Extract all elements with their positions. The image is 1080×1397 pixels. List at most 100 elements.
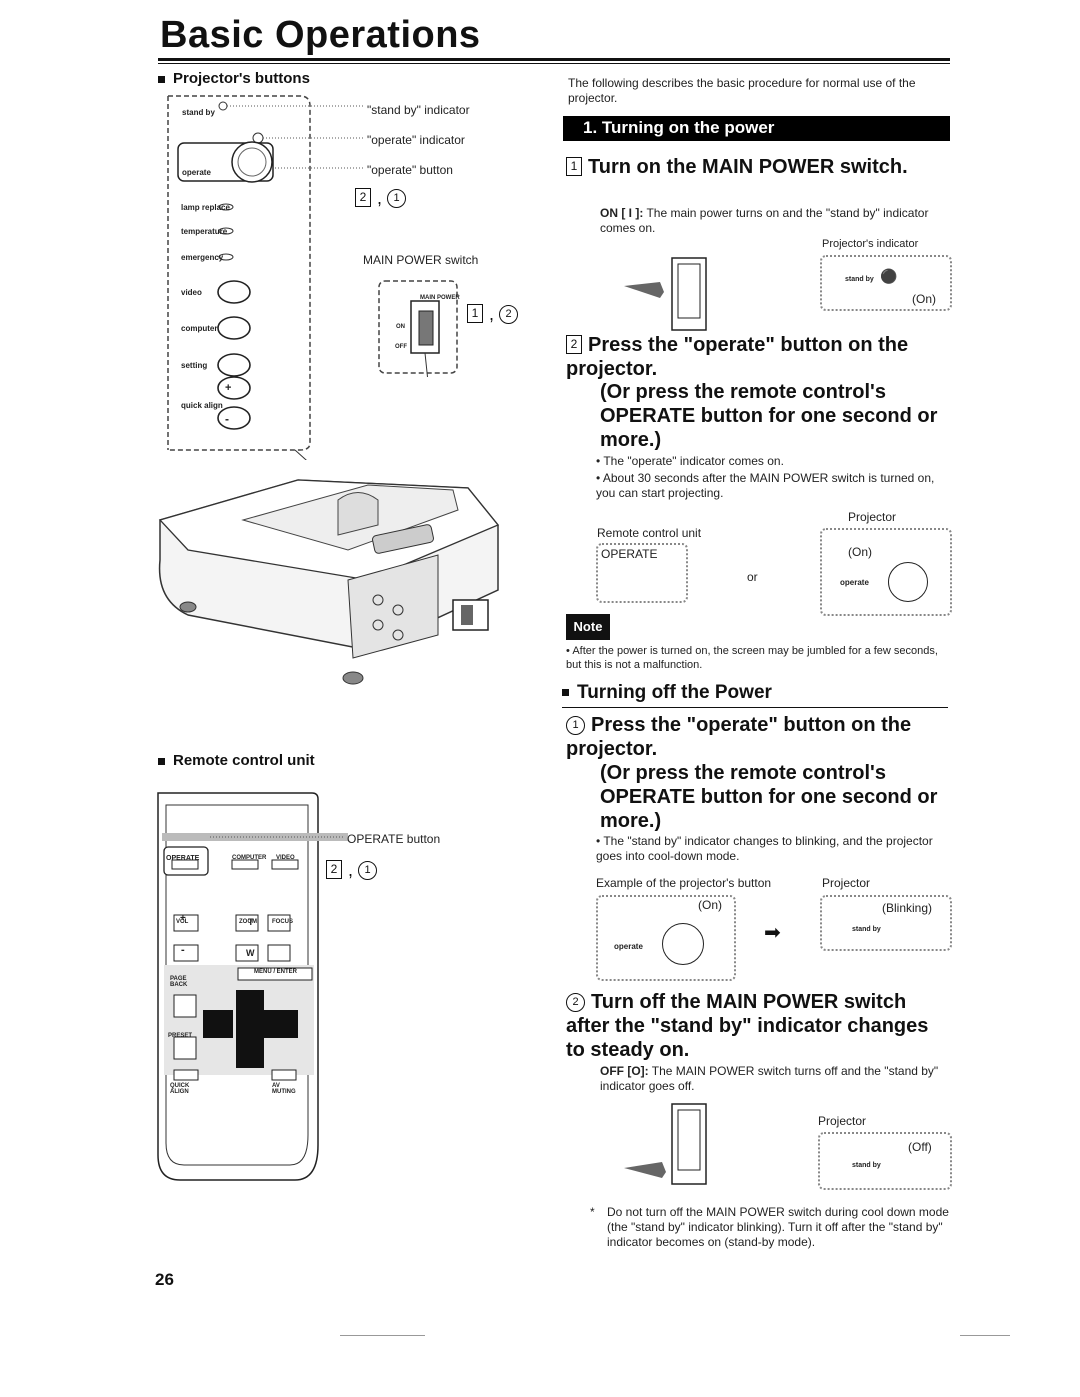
callout-standby-indicator: "stand by" indicator [367,103,470,117]
step1-number: 1 [566,157,582,176]
step2-bullet-1-text: The "operate" indicator comes on. [603,454,784,468]
panel-label-quick-align: quick align [181,401,223,410]
panel-label-lamp: lamp replace [181,203,230,212]
scan-mark [960,1335,1010,1336]
page-number: 26 [155,1270,174,1289]
remote-label-computer: COMPUTER [232,855,267,861]
ref-box-number: 1 [467,304,483,323]
step2-fig-on: (On) [848,545,872,559]
arrow-right-icon: ➡ [764,922,781,944]
off2-body-label: OFF [O]: [600,1064,649,1078]
off1-heading-b: (Or press the remote control's OPERATE b… [600,762,938,832]
projector-panel-figure [167,95,365,460]
step2-bullet-1: • The "operate" indicator comes on. [596,454,784,468]
remote-label-vol-minus: - [181,944,185,956]
remote-label-operate: OPERATE [166,855,200,862]
off1-heading-a: Press the "operate" button on the projec… [566,714,912,760]
off1-fig-example: Example of the projector's button [596,876,772,890]
step1-indicator-frame [820,255,952,311]
section-banner: 1. Turning on the power [563,116,950,141]
remote-label-w: W [246,948,255,958]
step2-number: 2 [566,335,582,354]
off1-number: 1 [566,716,585,735]
step2-fig-operate: operate [840,578,869,587]
off1-bullet-1: • The "stand by" indicator changes to bl… [596,834,933,863]
off1-fig-standby: stand by [852,926,881,933]
title-rule-thin [158,63,950,64]
remote-label-focus: FOCUS [272,919,293,925]
ref-step-1-2: 1, 2 [467,304,524,325]
panel-label-setting: setting [181,361,208,370]
step1-body-text: The main power turns on and the "stand b… [600,206,929,235]
off2-proj-frame [818,1132,952,1190]
panel-label-minus: - [225,412,229,426]
off1-button-frame [596,895,736,981]
projector-buttons-heading: Projector's buttons [158,70,310,87]
switch-label-on: ON [396,324,405,330]
scan-mark [340,1335,425,1336]
step1-body-label: ON [ I ]: [600,206,644,220]
off1-fig-proj-caption: Projector [822,876,871,890]
remote-label-vol-plus: + [180,913,186,924]
ref-circle-number: 1 [358,861,378,880]
operate-button-icon [888,562,928,602]
remote-label-page-back: PAGE BACK [170,976,188,988]
intro-text: The following describes the basic proced… [568,76,916,105]
step2-bullet-2-text: About 30 seconds after the MAIN POWER sw… [596,471,935,500]
off-heading: Turning off the Power [562,682,772,704]
note-text-body: After the power is turned on, the screen… [566,645,938,671]
note-text: • After the power is turned on, the scre… [566,645,938,671]
main-power-switch-figure [378,280,458,377]
step2-bullet-2: • About 30 seconds after the MAIN POWER … [596,471,935,500]
title-rule [158,58,950,61]
callout-operate-button-remote: OPERATE button [347,832,441,846]
step2-remote-frame [596,543,688,603]
step1-fig-standby: stand by [845,276,874,283]
step1-body: ON [ I ]: The main power turns on and th… [600,206,948,236]
remote-label-video: VIDEO [276,855,295,861]
standby-lamp-icon: ⚫ [880,268,898,284]
remote-label-menu: MENU / ENTER [254,969,298,975]
step1-fig-caption: Projector's indicator [822,238,919,250]
operate-button-icon [662,923,704,965]
ref-box-number: 2 [355,188,371,207]
step2-fig-remote-btn: OPERATE [601,547,658,561]
off2-fig-off: (Off) [908,1140,932,1154]
remote-label-quick-align: QUICK ALIGN [170,1083,190,1095]
off1-bullet-1-text: The "stand by" indicator changes to blin… [596,834,933,863]
off2-body: OFF [O]: The MAIN POWER switch turns off… [600,1064,948,1094]
ref-step-2-1-remote: 2, 1 [326,860,383,881]
panel-label-video: video [181,288,202,297]
step1-fig-on: (On) [912,292,936,306]
ref-circle-number: 1 [387,189,407,208]
remote-label-av-muting: AV MUTING [272,1083,296,1095]
ref-box-number: 2 [326,860,342,879]
panel-label-computer: computer [181,324,218,333]
ref-step-2-1: 2, 1 [355,188,412,209]
step2-heading-a: Press the "operate" button on the projec… [566,334,909,380]
panel-label-emergency: emergency [181,253,224,262]
panel-label-operate: operate [182,168,211,177]
step2-proj-frame [820,528,952,616]
step2-heading-b: (Or press the remote control's OPERATE b… [600,381,938,451]
off2-number: 2 [566,993,585,1012]
step2-fig-or: or [747,570,758,584]
off2-body-text: The MAIN POWER switch turns off and the … [600,1064,939,1093]
off2-fig-standby: stand by [852,1162,881,1169]
off2-fig-proj-caption: Projector [818,1114,867,1128]
switch-label-main: MAIN POWER [420,295,460,301]
panel-label-standby: stand by [182,108,215,117]
footnote-mark: * [590,1205,595,1219]
callout-operate-indicator: "operate" indicator [367,133,465,147]
remote-heading: Remote control unit [158,752,315,769]
remote-label-t: T [248,917,254,927]
projector-figure [158,479,500,685]
panel-label-temperature: temperature [181,227,228,236]
remote-label-zoom: ZOOM [239,919,257,925]
off-heading-rule [562,707,948,708]
step2-fig-proj-caption: Projector [848,510,897,524]
page-title: Basic Operations [160,14,481,56]
off2-switch-figure [624,1103,707,1185]
